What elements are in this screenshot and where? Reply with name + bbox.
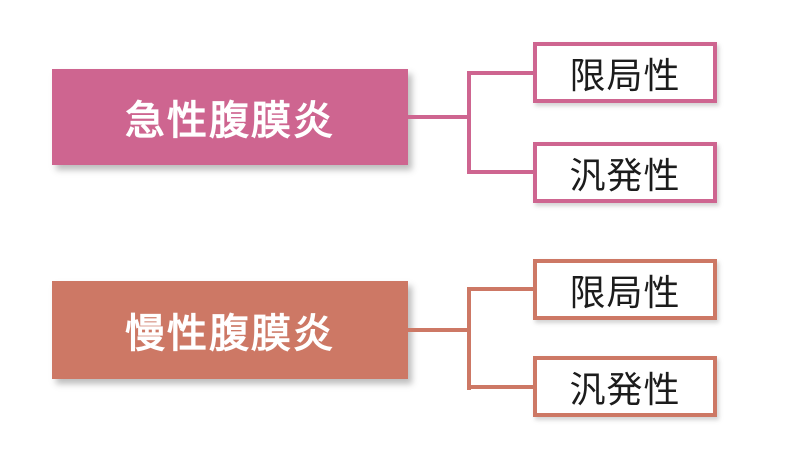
connector-stem-chronic bbox=[407, 328, 470, 332]
leaf-label-chronic-localized: 限局性 bbox=[569, 271, 681, 313]
leaf-label-chronic-generalized: 汎発性 bbox=[569, 368, 681, 410]
connector-vertical-acute bbox=[467, 71, 471, 174]
leaf-node-chronic-generalized: 汎発性 bbox=[533, 356, 717, 417]
connector-branch-acute-top bbox=[471, 71, 533, 75]
leaf-node-chronic-localized: 限局性 bbox=[533, 259, 717, 320]
main-node-acute-label: 急性腹膜炎 bbox=[125, 99, 335, 143]
leaf-label-acute-localized: 限局性 bbox=[569, 54, 681, 96]
connector-vertical-chronic bbox=[467, 287, 471, 390]
leaf-label-acute-generalized: 汎発性 bbox=[569, 154, 681, 196]
connector-branch-chronic-bottom bbox=[471, 385, 533, 389]
main-node-chronic-label: 慢性腹膜炎 bbox=[125, 312, 335, 356]
leaf-node-acute-localized: 限局性 bbox=[533, 42, 717, 103]
connector-branch-acute-bottom bbox=[471, 170, 533, 174]
main-node-acute-peritonitis: 急性腹膜炎 bbox=[52, 69, 408, 165]
leaf-node-acute-generalized: 汎発性 bbox=[533, 142, 717, 203]
main-node-chronic-peritonitis: 慢性腹膜炎 bbox=[52, 281, 408, 379]
connector-branch-chronic-top bbox=[471, 287, 533, 291]
connector-stem-acute bbox=[407, 115, 470, 119]
